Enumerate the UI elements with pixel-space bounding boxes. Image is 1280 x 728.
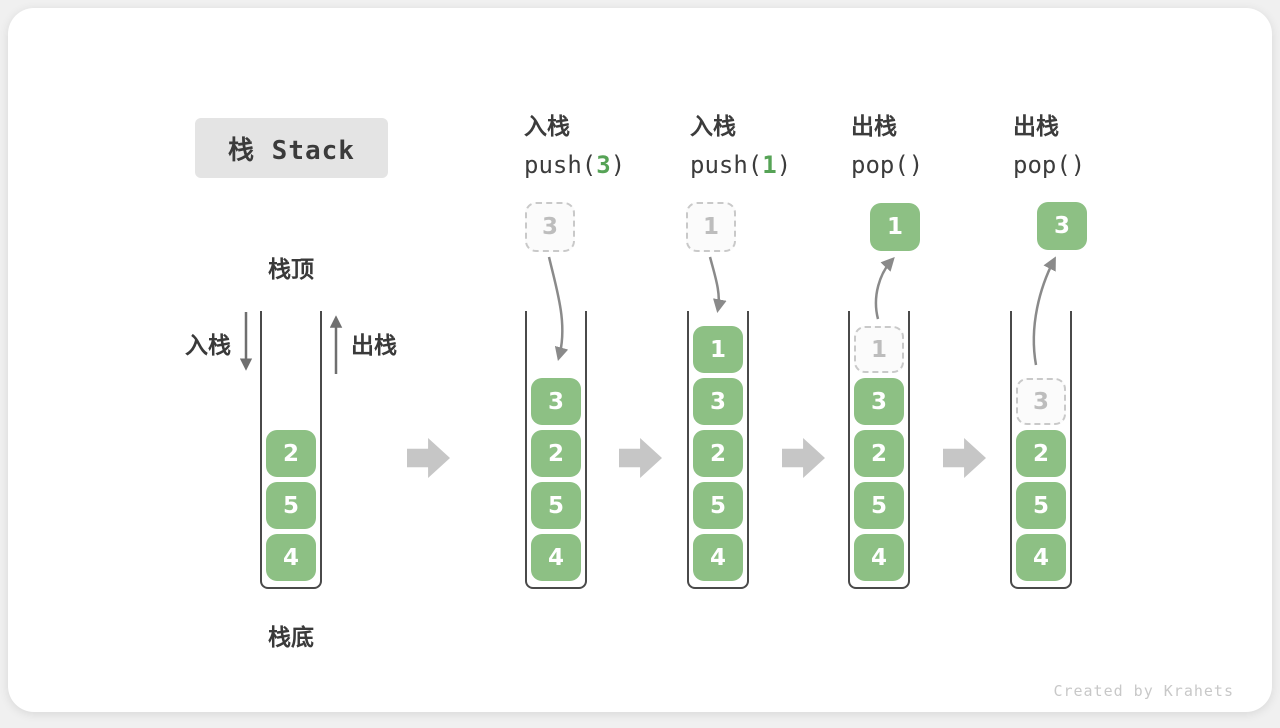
stack-item: 2 <box>531 430 581 477</box>
push-direction-label: 入栈 <box>185 333 231 359</box>
op-code: push(1) <box>690 150 850 180</box>
watermark: Created by Krahets <box>1053 682 1234 700</box>
pop-direction-label: 出栈 <box>351 333 397 359</box>
stack-item: 2 <box>693 430 743 477</box>
stack-item: 3 <box>693 378 743 425</box>
op-header-pop-2: 出栈 pop() <box>1013 112 1173 180</box>
transition-arrow-icon <box>619 438 662 478</box>
stack-after-pop-2: 3 2 5 4 <box>1010 311 1072 589</box>
stack-item: 3 <box>531 378 581 425</box>
title-badge: 栈 Stack <box>195 118 388 178</box>
title-text: 栈 Stack <box>228 135 355 166</box>
stack-item: 5 <box>1016 482 1066 529</box>
stack-item: 1 <box>693 326 743 373</box>
code-arg: 3 <box>596 151 611 179</box>
popped-value-box: 3 <box>1037 202 1087 250</box>
stack-item: 3 <box>854 378 904 425</box>
code-text: push( <box>524 151 597 179</box>
op-code: push(3) <box>524 150 684 180</box>
stack-after-push-1: 1 3 2 5 4 <box>687 311 749 589</box>
stack-item: 2 <box>266 430 316 477</box>
stack-item-ghost: 3 <box>1016 378 1066 425</box>
stack-item: 4 <box>531 534 581 581</box>
op-label: 入栈 <box>690 114 736 140</box>
stack-item: 4 <box>266 534 316 581</box>
transition-arrow-icon <box>782 438 825 478</box>
stack-item: 4 <box>693 534 743 581</box>
op-header-pop-1: 出栈 pop() <box>851 112 1011 180</box>
stack-item: 5 <box>531 482 581 529</box>
stack-item: 2 <box>854 430 904 477</box>
popped-value-box: 1 <box>870 203 920 251</box>
op-label: 出栈 <box>1013 114 1059 140</box>
code-arg: 1 <box>762 151 777 179</box>
op-header-push-3: 入栈 push(3) <box>524 112 684 180</box>
stack-bottom-label: 栈底 <box>268 625 314 651</box>
stack-top-label: 栈顶 <box>268 257 314 283</box>
push-1-arrow <box>708 256 727 314</box>
transition-arrow-icon <box>943 438 986 478</box>
stack-item: 4 <box>1016 534 1066 581</box>
diagram-card: 栈 Stack 入栈 push(3) 入栈 push(1) 出栈 pop() 出… <box>8 8 1272 712</box>
stack-item: 5 <box>693 482 743 529</box>
stack-after-pop-1: 1 3 2 5 4 <box>848 311 910 589</box>
code-text: push( <box>690 151 763 179</box>
stack-item-ghost: 1 <box>854 326 904 373</box>
incoming-value-box: 1 <box>686 202 736 252</box>
stack-item: 4 <box>854 534 904 581</box>
stack-after-push-3: 3 2 5 4 <box>525 311 587 589</box>
stack-initial: 2 5 4 <box>260 311 322 589</box>
incoming-value-box: 3 <box>525 202 575 252</box>
code-text: ) <box>776 151 792 179</box>
op-header-push-1: 入栈 push(1) <box>690 112 850 180</box>
stack-item: 5 <box>266 482 316 529</box>
op-code: pop() <box>851 150 1011 180</box>
stack-item: 5 <box>854 482 904 529</box>
code-text: pop() <box>851 151 924 179</box>
transition-arrow-icon <box>407 438 450 478</box>
op-label: 入栈 <box>524 114 570 140</box>
code-text: ) <box>610 151 626 179</box>
stack-item: 2 <box>1016 430 1066 477</box>
code-text: pop() <box>1013 151 1086 179</box>
op-label: 出栈 <box>851 114 897 140</box>
op-code: pop() <box>1013 150 1173 180</box>
